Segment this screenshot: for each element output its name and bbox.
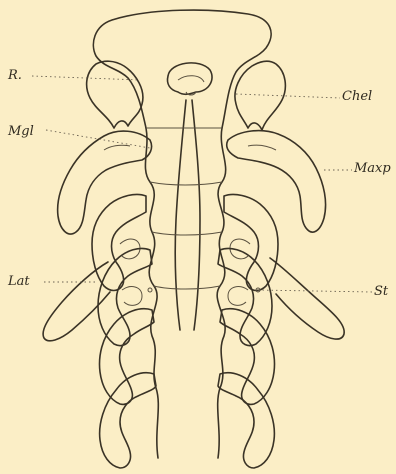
- trunk-left-edge: [145, 128, 158, 458]
- head-lobe: [93, 10, 271, 128]
- stomodaeum: [167, 63, 212, 94]
- leader-st: [258, 290, 372, 292]
- label-r: R.: [8, 68, 22, 83]
- label-maxp: Maxp: [354, 161, 391, 176]
- segment-line-2: [150, 182, 222, 185]
- trunk-median-groove: [175, 100, 186, 330]
- maxillary-palp-right-crease: [248, 145, 276, 150]
- walking-leg-left-4: [100, 373, 156, 468]
- walking-leg-right-3: [220, 309, 274, 405]
- chelicera-left: [87, 61, 143, 128]
- trunk-right-edge: [217, 128, 226, 458]
- label-chel: Chel: [342, 89, 372, 104]
- lateral-organ-left: [43, 262, 110, 341]
- walking-leg-left-2-loop: [122, 287, 142, 306]
- segment-line-3: [152, 232, 222, 235]
- segment-line-4: [154, 286, 220, 289]
- label-mgl: Mgl: [8, 124, 34, 139]
- walking-leg-right-2: [218, 248, 272, 345]
- leader-chel: [236, 94, 340, 98]
- stigma-left: [148, 288, 152, 292]
- stomodaeum-inner: [178, 76, 204, 82]
- maxillary-palp-left-crease: [104, 145, 130, 150]
- maxillary-palp-right: [227, 131, 326, 232]
- trunk-median-groove-right: [192, 100, 200, 330]
- lateral-process-right: [270, 258, 344, 339]
- walking-leg-right-2-loop: [228, 287, 248, 306]
- walking-leg-right-4: [218, 373, 274, 468]
- leader-r: [32, 76, 140, 80]
- label-lat: Lat: [8, 274, 30, 289]
- label-st: St: [374, 284, 388, 299]
- maxillary-palp-left: [58, 131, 152, 234]
